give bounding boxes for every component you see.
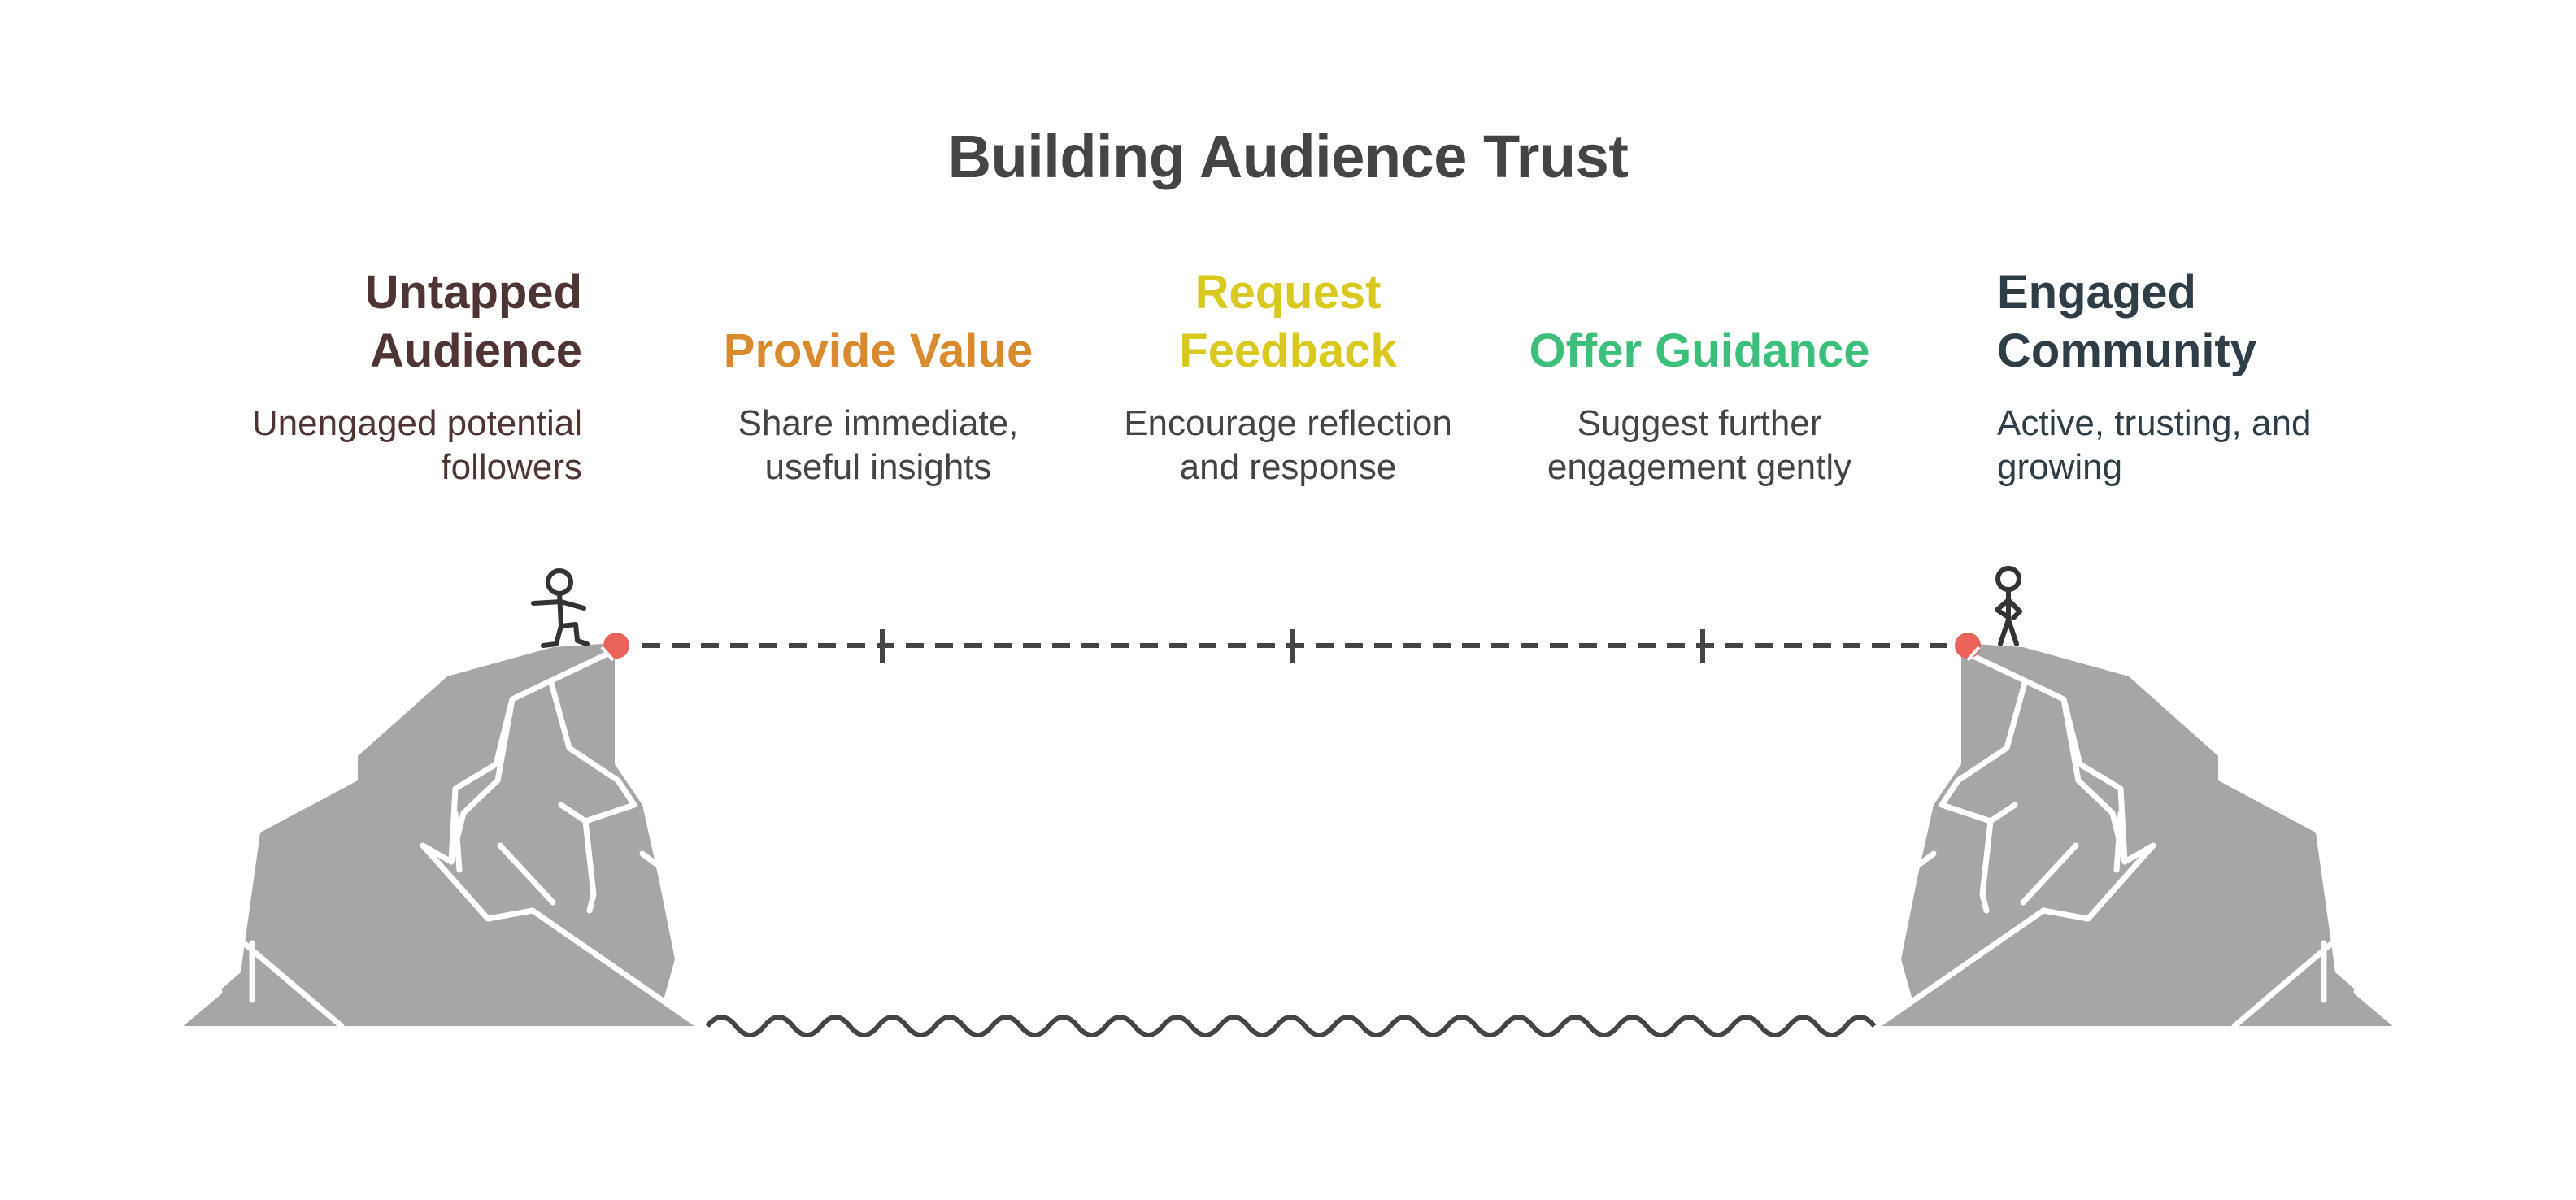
- stage-heading: Engaged Community: [1997, 263, 2420, 380]
- stage-heading: Untapped Audience: [176, 263, 582, 380]
- stage-heading-line: Untapped: [364, 266, 582, 319]
- stage-heading: Provide Value: [675, 322, 1081, 380]
- stage-request-feedback: Request Feedback Encourage reflection an…: [1085, 263, 1491, 489]
- water-wave: [705, 1015, 1877, 1037]
- stage-description: Unengaged potential followers: [176, 402, 582, 489]
- stage-heading-line: Request: [1194, 266, 1382, 319]
- stage-offer-guidance: Offer Guidance Suggest further engagemen…: [1496, 322, 1903, 489]
- stage-description-line: useful insights: [764, 447, 992, 487]
- stage-description-line: engagement gently: [1547, 447, 1852, 487]
- stage-heading: Request Feedback: [1085, 263, 1491, 380]
- stage-heading-line: Offer Guidance: [1529, 324, 1870, 377]
- stage-heading-line: Provide Value: [723, 324, 1033, 377]
- stage-heading-line: Feedback: [1179, 324, 1397, 377]
- stage-untapped-audience: Untapped Audience Unengaged potential fo…: [176, 263, 582, 489]
- left-cliff: [176, 644, 703, 1029]
- stage-provide-value: Provide Value Share immediate, useful in…: [675, 322, 1081, 489]
- stage-description-line: and response: [1179, 447, 1397, 487]
- diagram-title: Building Audience Trust: [947, 123, 1629, 190]
- stage-heading-line: Engaged: [1997, 266, 2196, 319]
- waving-figure-icon: [1995, 566, 2022, 646]
- stick-figure-icon: [531, 568, 590, 648]
- stage-description: Share immediate, useful insights: [675, 402, 1081, 489]
- stage-description-line: Unengaged potential: [251, 403, 582, 443]
- stage-heading-line: Community: [1997, 324, 2256, 377]
- stage-heading-line: Audience: [369, 324, 582, 377]
- stage-heading: Offer Guidance: [1496, 322, 1903, 380]
- stage-engaged-community: Engaged Community Active, trusting, and …: [1997, 263, 2420, 489]
- stage-description: Encourage reflection and response: [1085, 402, 1491, 489]
- right-cliff: [1873, 644, 2400, 1029]
- stage-description: Active, trusting, and growing: [1997, 402, 2420, 489]
- stage-description-line: Share immediate,: [738, 403, 1019, 443]
- stage-description-line: Active, trusting, and: [1997, 403, 2312, 443]
- stage-description-line: growing: [1997, 447, 2123, 487]
- left-anchor-marker: [600, 633, 629, 662]
- stage-description-line: Suggest further: [1577, 403, 1822, 443]
- stage-description-line: Encourage reflection: [1124, 403, 1452, 443]
- right-anchor-marker: [1955, 633, 1981, 662]
- stage-description: Suggest further engagement gently: [1496, 402, 1903, 489]
- stage-description-line: followers: [441, 447, 582, 487]
